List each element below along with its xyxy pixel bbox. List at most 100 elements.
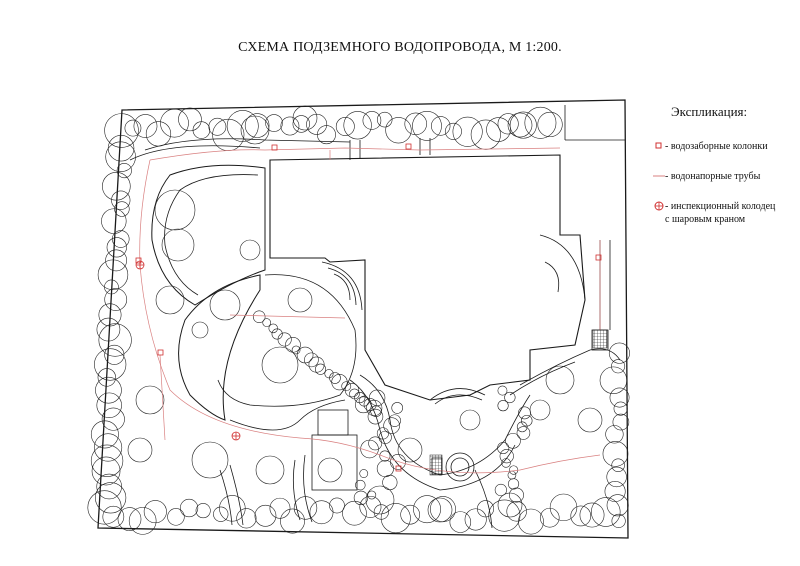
- tree-canopy: [363, 398, 377, 412]
- tree-canopy: [602, 441, 629, 467]
- tree-canopy: [524, 106, 557, 139]
- tree-canopy: [613, 401, 628, 416]
- tree-canopy: [213, 506, 229, 522]
- tree-canopy: [107, 135, 135, 162]
- tree-canopy: [390, 454, 406, 470]
- tree-canopy: [518, 508, 544, 535]
- tree-canopy: [317, 457, 343, 483]
- tree-canopy: [612, 413, 630, 431]
- tree-canopy: [93, 433, 123, 462]
- tree-canopy: [178, 107, 202, 132]
- tree-canopy: [506, 501, 527, 522]
- tree-canopy: [378, 430, 392, 444]
- tree-canopy: [570, 505, 592, 527]
- tree-canopy: [486, 117, 511, 142]
- tree-canopy: [379, 450, 391, 462]
- tree-canopy: [195, 503, 211, 519]
- tree-canopy: [608, 342, 630, 364]
- tree-canopy: [226, 110, 259, 142]
- tree-canopy: [477, 500, 495, 518]
- tree-canopy: [291, 345, 301, 355]
- tree-canopy: [127, 437, 153, 463]
- tree-canopy: [96, 392, 122, 418]
- hydrants: [135, 143, 602, 472]
- tree-canopy: [360, 439, 379, 459]
- pipe-symbol-icon: [653, 175, 665, 177]
- well-symbol-icon: [654, 201, 664, 211]
- tree-canopy: [116, 163, 132, 179]
- tree-canopy: [95, 482, 127, 514]
- tree-canopy: [101, 208, 127, 234]
- tree-canopy: [280, 116, 300, 136]
- tree-canopy: [106, 237, 127, 258]
- tree-canopy: [604, 480, 626, 502]
- tree-canopy: [105, 249, 127, 272]
- tree-canopy: [516, 421, 528, 433]
- tree-canopy: [431, 116, 451, 136]
- tree-canopy: [329, 372, 341, 384]
- tree-canopy: [507, 470, 517, 480]
- legend: Экспликация: - водозаборные колонки - во…: [645, 104, 795, 230]
- tree-canopy: [104, 344, 125, 365]
- tree-canopy: [459, 409, 481, 431]
- tree-canopy: [494, 483, 507, 497]
- tree-canopy: [359, 495, 382, 518]
- tree-canopy: [382, 474, 398, 491]
- tree-canopy: [509, 111, 537, 139]
- tree-canopy: [304, 352, 319, 368]
- tree-canopy: [208, 117, 227, 136]
- tree-canopy: [579, 502, 605, 528]
- tree-canopy: [97, 259, 129, 290]
- tree-canopy: [516, 426, 531, 440]
- tree-canopy: [591, 497, 621, 527]
- tree-canopy: [292, 115, 310, 133]
- tree-canopy: [497, 113, 519, 135]
- tree-canopy: [388, 414, 401, 427]
- tree-canopy: [611, 458, 625, 472]
- tree-canopy: [111, 190, 131, 210]
- tree-canopy: [102, 171, 131, 201]
- tree-canopy: [577, 407, 603, 433]
- tree-canopy: [90, 444, 124, 477]
- tree-canopy: [287, 287, 313, 313]
- tree-canopy: [262, 318, 272, 327]
- tree-canopy: [277, 332, 292, 347]
- tree-canopy: [192, 121, 211, 139]
- tree-canopy: [314, 363, 327, 375]
- tree-canopy: [354, 391, 366, 404]
- tree-canopy: [609, 387, 630, 408]
- tree-canopy: [507, 112, 533, 138]
- tree-canopy: [98, 303, 122, 327]
- inspection-wells: [135, 260, 241, 441]
- tree-canopy: [102, 505, 125, 528]
- tree-canopy: [331, 374, 348, 391]
- tree-canopy: [537, 111, 563, 138]
- tree-canopy: [96, 317, 121, 342]
- tree-canopy: [104, 288, 128, 311]
- tree-canopy: [344, 382, 360, 398]
- tree-canopy: [376, 460, 394, 478]
- tree-canopy: [111, 230, 130, 248]
- tree-canopy: [413, 495, 441, 524]
- tree-canopy: [449, 511, 472, 533]
- tree-canopy: [353, 490, 369, 506]
- tree-canopy: [329, 497, 345, 514]
- tree-canopy: [133, 114, 158, 138]
- tree-canopy: [545, 365, 575, 395]
- tree-canopy: [611, 359, 626, 374]
- tree-canopy: [145, 121, 172, 147]
- tree-canopy: [383, 417, 400, 434]
- tree-canopy: [155, 285, 185, 315]
- tree-canopy: [252, 310, 266, 323]
- tree-canopy: [606, 494, 629, 517]
- tree-canopy: [505, 433, 521, 449]
- tree-canopy: [105, 141, 136, 172]
- lawn-outline-center: [178, 274, 261, 421]
- tree-canopy: [404, 112, 427, 136]
- tree-canopy: [599, 366, 628, 394]
- house-outline: [269, 154, 586, 401]
- tree-canopy: [135, 385, 165, 415]
- plan-title: СХЕМА ПОДЗЕМНОГО ВОДОПРОВОДА, М 1:200.: [238, 40, 562, 55]
